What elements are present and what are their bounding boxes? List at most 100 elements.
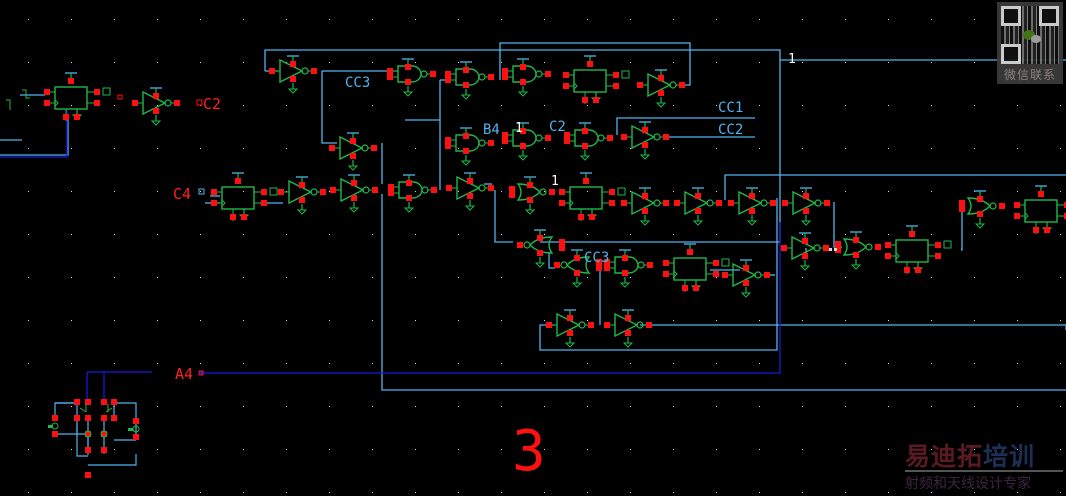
net-label-c2[interactable]: C2 [549, 119, 566, 135]
pin-label-c2[interactable]: C2 [203, 95, 221, 113]
wire-segment[interactable] [499, 42, 691, 86]
pin-marker [463, 133, 469, 139]
pin-marker [211, 200, 217, 206]
grid-dot [28, 105, 29, 106]
grid-dot [200, 406, 201, 407]
pin-a4-terminal[interactable] [198, 370, 204, 376]
pin-marker [604, 259, 610, 265]
grid-dot [415, 191, 416, 192]
grid-dot [716, 148, 717, 149]
pin-marker [835, 247, 841, 253]
logo-divider [905, 470, 1063, 472]
pin-marker [320, 189, 326, 195]
wire-segment[interactable] [264, 49, 781, 243]
wire-segment[interactable] [640, 324, 1066, 330]
wire-segment[interactable] [321, 71, 337, 144]
grid-dot [1017, 191, 1018, 192]
qr-code-watermark: 微信联系 [997, 2, 1063, 84]
flip-flop[interactable] [221, 186, 255, 210]
pin-marker [885, 242, 891, 248]
grid-dot [544, 363, 545, 364]
ground-icon [619, 282, 631, 288]
pin-marker [387, 74, 393, 80]
pin-marker [527, 182, 533, 188]
pin-marker [467, 193, 473, 199]
grid-dot [716, 62, 717, 63]
components [6, 55, 1066, 478]
flip-flop[interactable] [895, 239, 929, 263]
flip-flop[interactable] [1024, 199, 1058, 223]
wire-segment[interactable] [724, 174, 1066, 200]
wire-segment[interactable] [616, 117, 755, 135]
ground-icon [579, 155, 591, 161]
logo-subtitle: 射频和天线设计专家 [905, 476, 1031, 492]
wires [0, 42, 1066, 404]
ground-icon [974, 223, 986, 229]
wire-segment[interactable] [833, 202, 842, 248]
flip-flop[interactable] [673, 257, 707, 281]
qr-caption: 微信联系 [1003, 68, 1056, 82]
wire-segment[interactable] [539, 198, 778, 351]
pin-marker [824, 200, 830, 206]
pin-marker [445, 143, 451, 149]
grid-dot [415, 62, 416, 63]
grid-dot [114, 320, 115, 321]
grid-dot [587, 406, 588, 407]
grid-dot [157, 406, 158, 407]
pin-marker [52, 415, 58, 421]
wire-segment[interactable] [548, 252, 555, 269]
pin-marker [290, 61, 296, 67]
pin-marker [564, 138, 570, 144]
grid-dot [415, 406, 416, 407]
pin-label-c4[interactable]: C4 [173, 185, 191, 203]
net-label-cc1[interactable]: CC1 [718, 100, 743, 116]
nand-bubble [420, 70, 428, 78]
pin-label-a4[interactable]: A4 [175, 365, 193, 383]
ground-icon [347, 165, 359, 171]
wechat-icon [1023, 30, 1035, 40]
pin-marker [663, 200, 669, 206]
pin-marker [642, 193, 648, 199]
pin-marker [609, 200, 615, 206]
pin-marker [823, 245, 829, 251]
pin-marker [68, 78, 74, 84]
flip-flop[interactable] [569, 186, 603, 210]
grid-dot [845, 449, 846, 450]
wire-segment[interactable] [381, 194, 1066, 391]
grid-dot [458, 105, 459, 106]
grid-dot [372, 492, 373, 493]
net-label-cc2[interactable]: CC2 [718, 122, 743, 138]
grid-dot [888, 406, 889, 407]
bus-wire[interactable] [0, 110, 68, 158]
pin-marker [445, 137, 451, 143]
wire-segment[interactable] [961, 205, 963, 251]
grid-dot [157, 148, 158, 149]
pin-marker [802, 253, 808, 259]
pin-marker [1014, 202, 1020, 208]
pin-marker [622, 270, 628, 276]
flip-flop[interactable] [54, 86, 88, 110]
net-label-cc3-mid[interactable]: CC3 [584, 250, 609, 266]
pin-c2-terminal[interactable] [196, 99, 203, 106]
net-label-b4[interactable]: B4 [483, 122, 500, 138]
wire-segment[interactable] [0, 128, 69, 156]
grid-dot [458, 320, 459, 321]
pin-marker [853, 252, 859, 258]
annotation-number: 3 [512, 419, 546, 484]
grid-dot [200, 234, 201, 235]
grid-dot [28, 62, 29, 63]
pin-marker [935, 253, 941, 259]
bus-wire-a4[interactable] [200, 222, 781, 374]
ground-icon [517, 91, 529, 97]
grid-dot [716, 191, 717, 192]
pin-c4-terminal[interactable] [198, 188, 205, 195]
wire-segment[interactable] [494, 190, 513, 243]
grid-dot [243, 406, 244, 407]
transistor-wire [54, 402, 78, 418]
probe-icon [269, 187, 278, 196]
ground-icon [287, 88, 299, 94]
net-label-cc3-top[interactable]: CC3 [345, 75, 370, 91]
flip-flop[interactable] [573, 69, 607, 93]
pin-marker [625, 330, 631, 336]
